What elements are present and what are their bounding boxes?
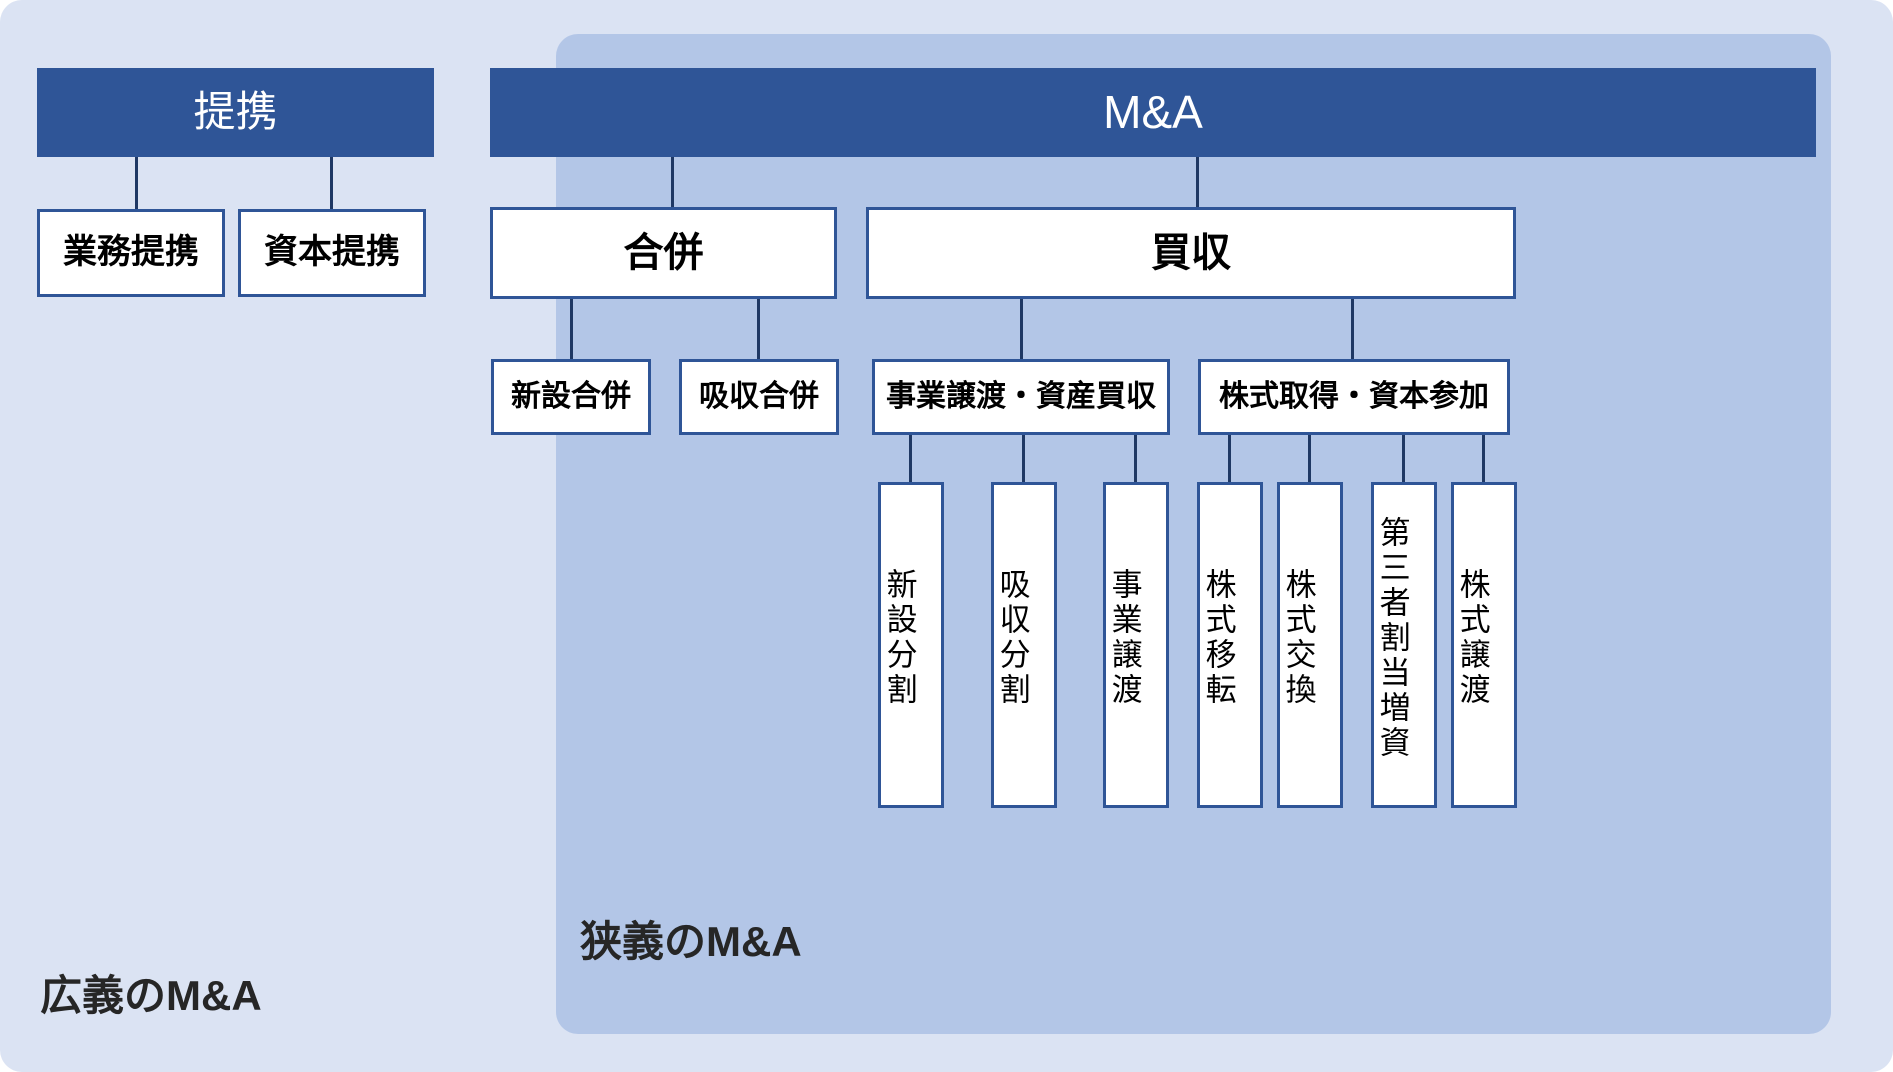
node-absorption-merger[interactable]: 吸収合併: [679, 359, 839, 435]
node-share-transfer[interactable]: 株式移転: [1197, 482, 1263, 808]
node-acquisition[interactable]: 買収: [866, 207, 1516, 299]
node-business-transfer[interactable]: 事業譲渡: [1103, 482, 1169, 808]
connector-merger-to-new-establishment: [570, 299, 573, 359]
connector-alliance-to-capital: [330, 157, 333, 209]
connector-ma-to-merger: [671, 157, 674, 207]
node-new-establishment-split[interactable]: 新設分割: [878, 482, 944, 808]
connector-bt-to-new-split: [909, 435, 912, 482]
connector-ma-to-acquisition: [1196, 157, 1199, 207]
node-ma-header[interactable]: M&A: [490, 68, 1816, 157]
caption-narrow-ma: 狭義のM&A: [580, 918, 802, 965]
connector-merger-to-absorption: [757, 299, 760, 359]
node-third-party-allotment[interactable]: 第三者割当増資: [1371, 482, 1437, 808]
connector-acquisition-to-business-transfer: [1020, 299, 1023, 359]
connector-acquisition-to-share-acquisition: [1351, 299, 1354, 359]
connector-alliance-to-business: [135, 157, 138, 209]
node-alliance-header[interactable]: 提携: [37, 68, 434, 157]
connector-sa-to-third-party-allotment: [1402, 435, 1405, 482]
node-absorption-split[interactable]: 吸収分割: [991, 482, 1057, 808]
node-share-acquisition-capital-participation[interactable]: 株式取得・資本参加: [1198, 359, 1510, 435]
connector-bt-to-absorption-split: [1022, 435, 1025, 482]
node-share-exchange[interactable]: 株式交換: [1277, 482, 1343, 808]
connector-sa-to-share-sale: [1482, 435, 1485, 482]
node-business-alliance[interactable]: 業務提携: [37, 209, 225, 297]
node-business-transfer-asset-acquisition[interactable]: 事業譲渡・資産買収: [872, 359, 1170, 435]
node-capital-alliance[interactable]: 資本提携: [238, 209, 426, 297]
node-merger[interactable]: 合併: [490, 207, 837, 299]
connector-sa-to-share-transfer: [1228, 435, 1231, 482]
node-new-establishment-merger[interactable]: 新設合併: [491, 359, 651, 435]
connector-bt-to-business-transfer: [1134, 435, 1137, 482]
node-share-sale[interactable]: 株式譲渡: [1451, 482, 1517, 808]
caption-broad-ma: 広義のM&A: [40, 972, 262, 1019]
connector-sa-to-share-exchange: [1308, 435, 1311, 482]
narrow-ma-panel: [556, 34, 1831, 1034]
